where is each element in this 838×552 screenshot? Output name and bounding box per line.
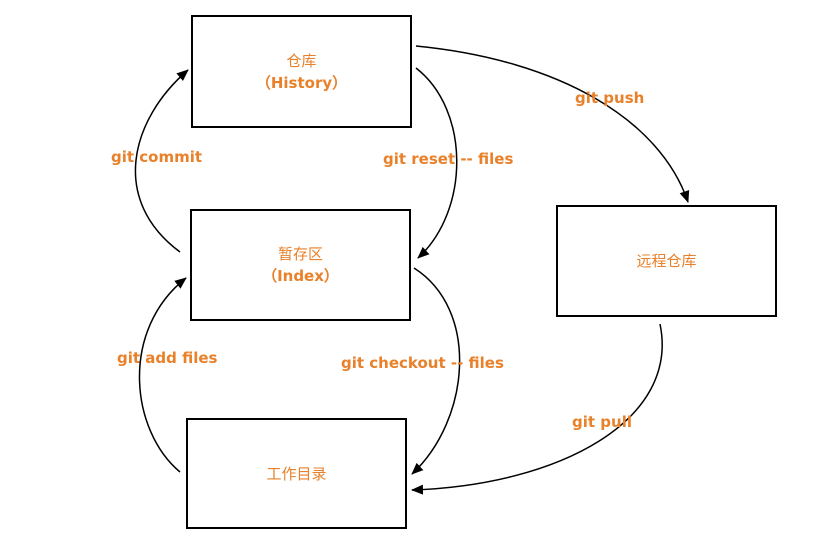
workdir-box: 工作目录 [186, 418, 407, 529]
edge-git-checkout [411, 267, 461, 475]
label-git-commit: git commit [111, 148, 203, 166]
history-title: 仓库 [286, 51, 317, 70]
history-subtitle: （History） [255, 73, 348, 92]
label-git-push: git push [575, 89, 645, 107]
history-box: 仓库 （History） [191, 15, 412, 128]
label-git-add: git add files [117, 349, 218, 367]
label-git-reset: git reset -- files [383, 150, 514, 168]
label-git-checkout: git checkout -- files [341, 354, 504, 372]
edge-git-pull [411, 323, 663, 495]
edge-git-commit [134, 69, 189, 253]
remote-box: 远程仓库 [556, 205, 777, 317]
index-title: 暂存区 [277, 245, 323, 263]
workdir-title: 工作目录 [266, 464, 327, 483]
edge-git-push [415, 45, 690, 203]
edge-git-add [138, 277, 187, 473]
index-box: 暂存区 （Index） [190, 209, 411, 321]
remote-title: 远程仓库 [636, 252, 697, 270]
edge-git-reset [415, 67, 458, 259]
index-subtitle: （Index） [262, 267, 339, 285]
label-git-pull: git pull [572, 413, 632, 431]
